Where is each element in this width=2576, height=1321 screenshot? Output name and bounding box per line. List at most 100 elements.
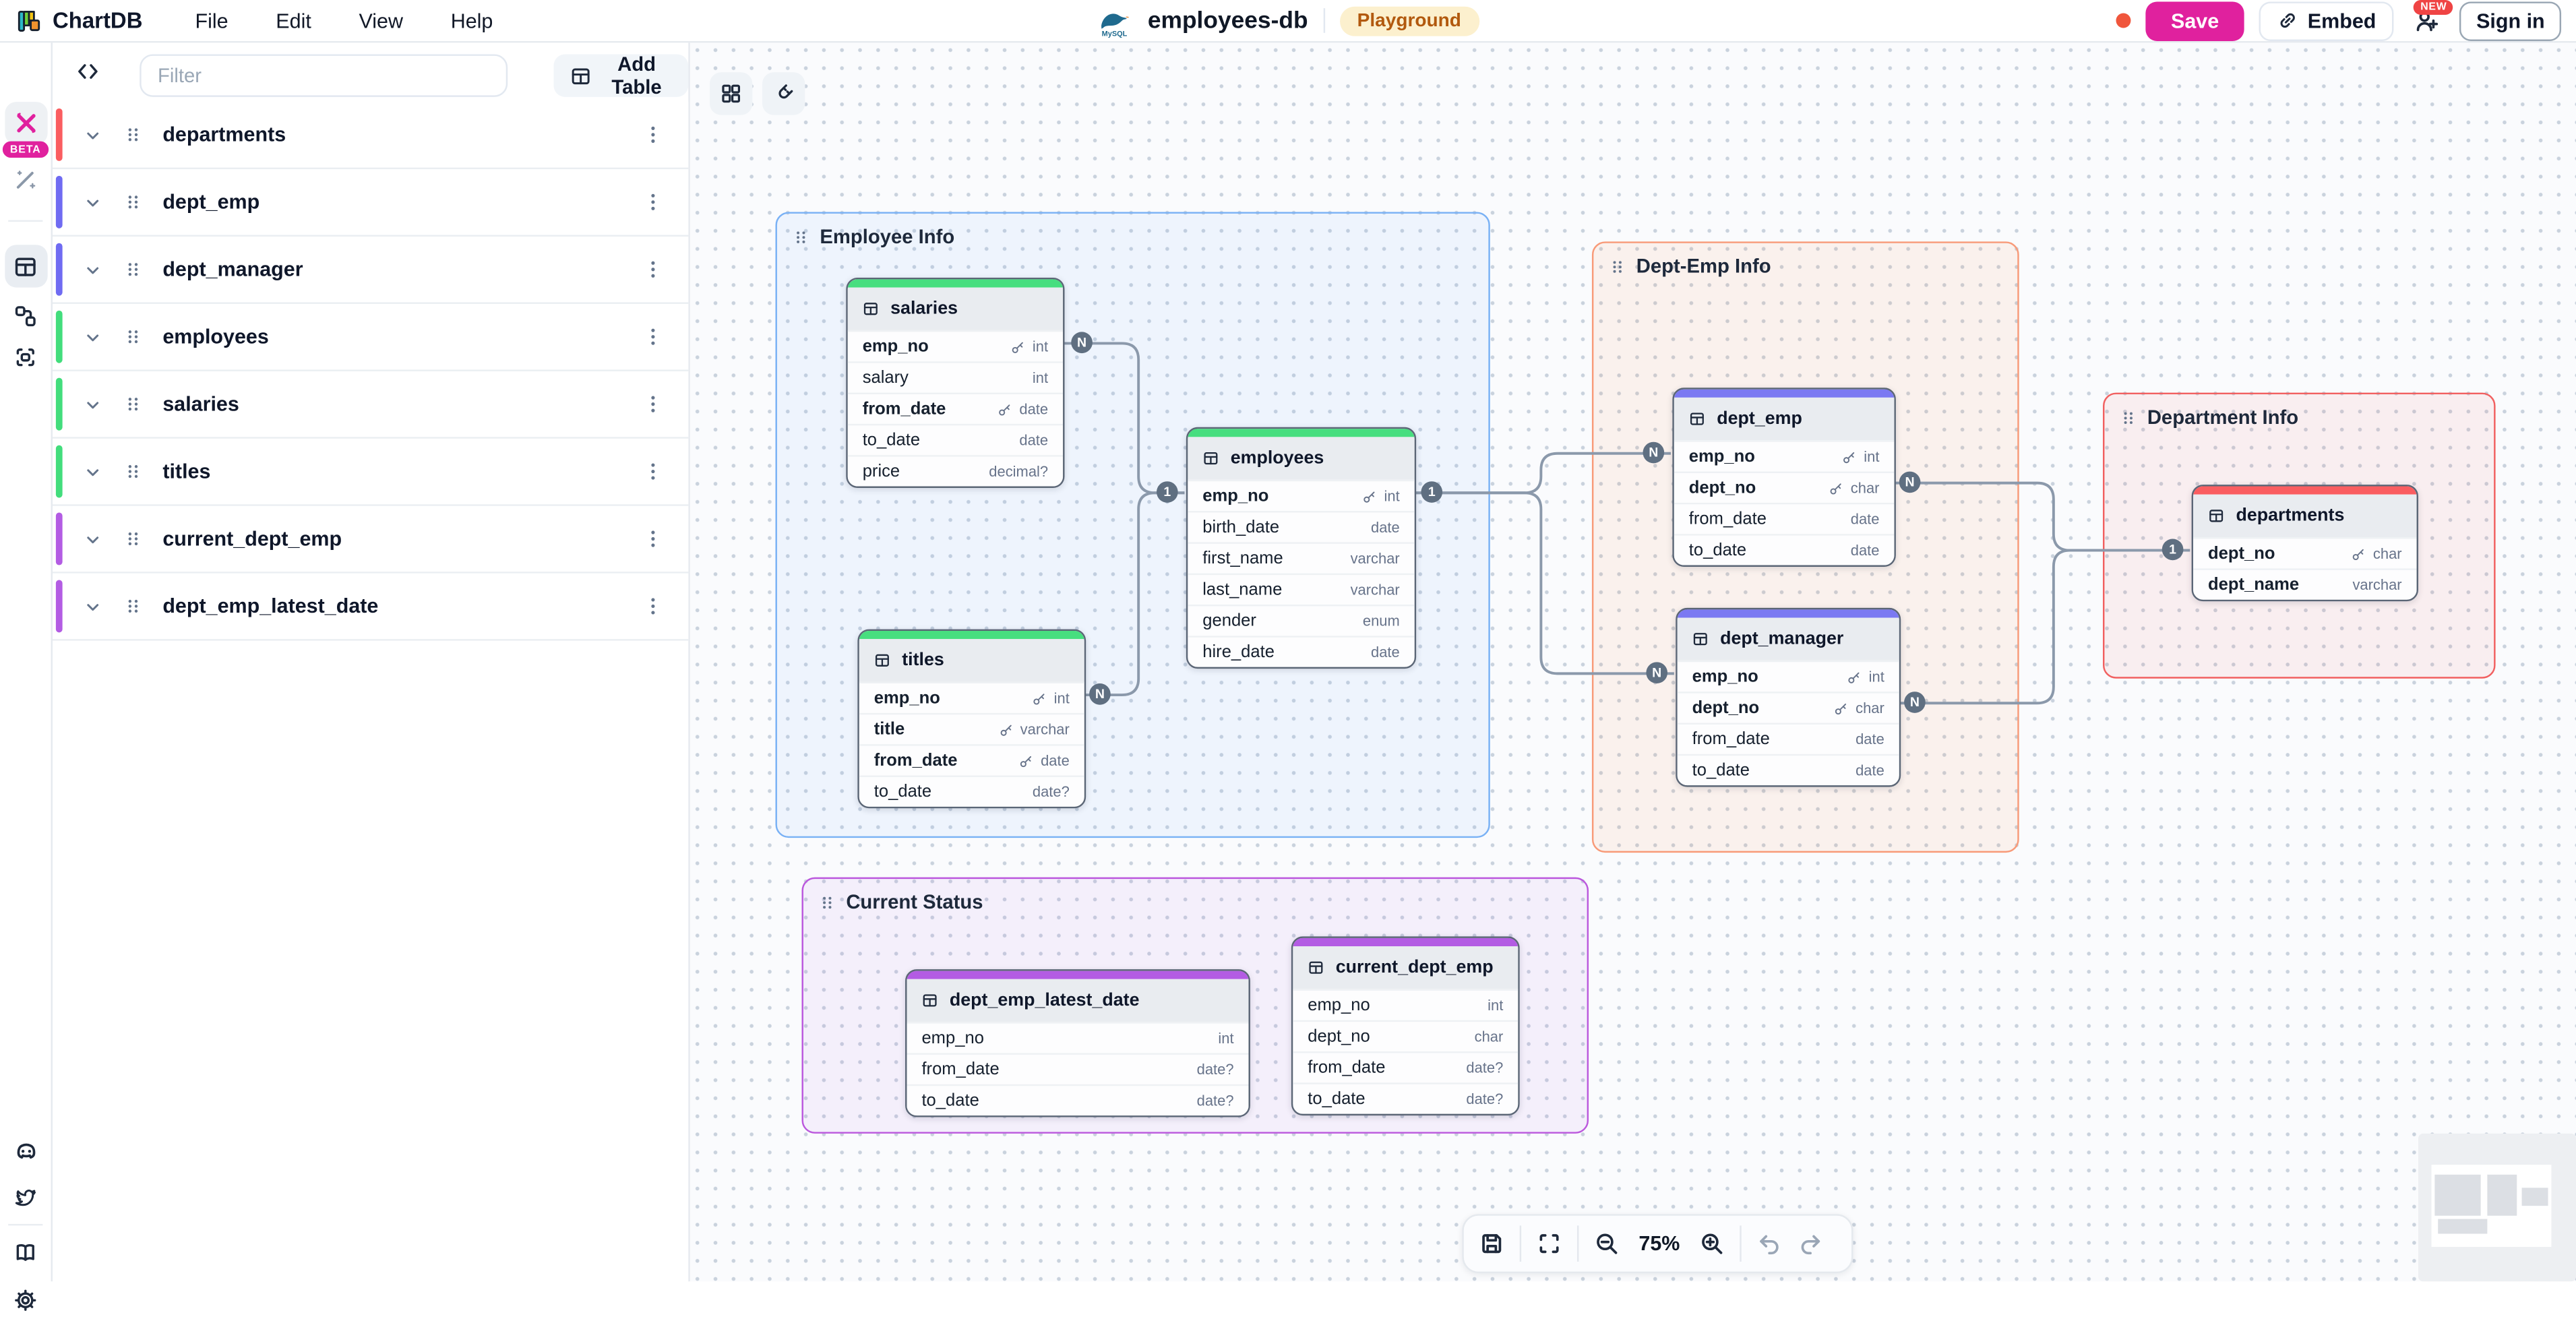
chevron-down-icon[interactable]: [82, 259, 104, 280]
chevron-down-icon[interactable]: [82, 528, 104, 550]
zoom-out-icon[interactable]: [1593, 1231, 1620, 1257]
table-header[interactable]: current_dept_emp: [1293, 946, 1519, 989]
table-list-item-titles[interactable]: titles: [51, 438, 689, 506]
add-table-button[interactable]: Add Table: [553, 53, 689, 98]
chevron-down-icon[interactable]: [82, 596, 104, 617]
twitter-link-button[interactable]: [4, 1176, 47, 1219]
relationships-tab-button[interactable]: [4, 294, 47, 336]
chevron-down-icon[interactable]: [82, 191, 104, 213]
magic-wand-button[interactable]: [4, 158, 47, 200]
table-header[interactable]: dept_manager: [1677, 617, 1899, 660]
table-list-item-employees[interactable]: employees: [51, 303, 689, 371]
table-list-item-dept-manager[interactable]: dept_manager: [51, 237, 689, 304]
filter-input[interactable]: [140, 54, 508, 97]
menu-edit[interactable]: Edit: [276, 9, 311, 32]
embed-button[interactable]: Embed: [2258, 1, 2395, 40]
drag-handle-icon[interactable]: [123, 529, 143, 549]
sign-in-button[interactable]: Sign in: [2459, 1, 2562, 40]
drag-handle-icon[interactable]: [123, 596, 143, 616]
discord-link-button[interactable]: [4, 1130, 47, 1173]
table-header[interactable]: departments: [2193, 494, 2417, 538]
settings-button[interactable]: [4, 1278, 47, 1320]
table-list-item-dept-emp[interactable]: dept_emp: [51, 169, 689, 237]
tables-tab-button[interactable]: [4, 245, 47, 288]
table-list-item-departments[interactable]: departments: [51, 102, 689, 170]
drag-handle-icon[interactable]: [792, 228, 810, 246]
menu-file[interactable]: File: [195, 9, 228, 32]
table-list-item-dept-emp-latest-date[interactable]: dept_emp_latest_date: [51, 573, 689, 641]
docs-button[interactable]: [4, 1231, 47, 1273]
kebab-menu-icon[interactable]: [642, 191, 664, 213]
kebab-menu-icon[interactable]: [642, 596, 664, 617]
chevron-down-icon[interactable]: [82, 326, 104, 348]
area-label[interactable]: Dept-Emp Info: [1608, 255, 1771, 278]
invite-user-button[interactable]: NEW: [2409, 0, 2454, 39]
chartdb-brand[interactable]: ChartDB: [16, 7, 142, 34]
drag-handle-icon[interactable]: [123, 327, 143, 346]
kebab-menu-icon[interactable]: [642, 528, 664, 550]
fit-view-icon[interactable]: [1536, 1231, 1562, 1257]
kebab-menu-icon[interactable]: [642, 326, 664, 348]
show-all-button[interactable]: [710, 72, 753, 115]
areas-tab-button[interactable]: [4, 335, 47, 377]
table-header[interactable]: salaries: [847, 287, 1064, 330]
table-header[interactable]: titles: [859, 639, 1084, 682]
kebab-menu-icon[interactable]: [642, 259, 664, 280]
table-header[interactable]: employees: [1188, 437, 1415, 480]
menu-help[interactable]: Help: [450, 9, 493, 32]
minimap[interactable]: [2418, 1133, 2576, 1282]
drag-handle-icon[interactable]: [123, 259, 143, 279]
table-list-item-salaries[interactable]: salaries: [51, 371, 689, 439]
zoom-level[interactable]: 75%: [1638, 1232, 1680, 1256]
drag-handle-icon[interactable]: [123, 394, 143, 414]
table-list-item-current-dept-emp[interactable]: current_dept_emp: [51, 505, 689, 574]
undo-icon[interactable]: [1756, 1231, 1783, 1257]
kebab-menu-icon[interactable]: [642, 394, 664, 415]
drag-handle-icon[interactable]: [1608, 257, 1626, 275]
table-header[interactable]: dept_emp: [1674, 397, 1895, 441]
drag-handle-icon[interactable]: [123, 192, 143, 212]
area-label[interactable]: Department Info: [2119, 406, 2298, 429]
area-label[interactable]: Current Status: [818, 890, 983, 913]
zoom-in-icon[interactable]: [1698, 1231, 1725, 1257]
snap-magnet-button[interactable]: [762, 72, 805, 115]
minimap-viewport[interactable]: [2431, 1165, 2552, 1248]
code-view-icon[interactable]: [75, 59, 100, 84]
save-diagram-icon[interactable]: [1479, 1231, 1505, 1257]
menu-view[interactable]: View: [359, 9, 404, 32]
